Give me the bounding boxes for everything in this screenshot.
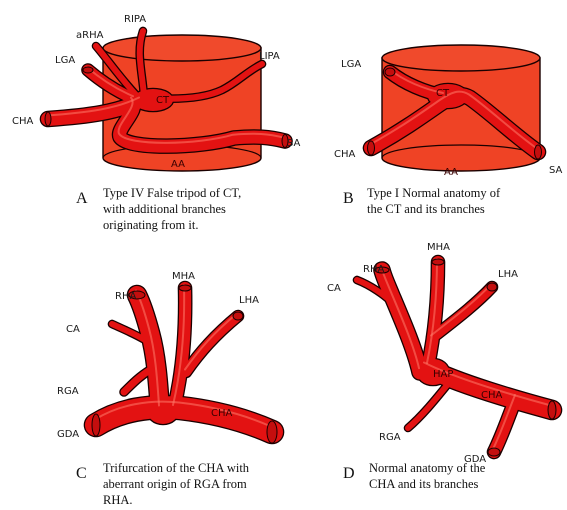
vessel-c-lha-cap	[233, 312, 243, 320]
caption-c-line2: aberrant origin of RGA from	[103, 477, 247, 491]
label-aa-a: AA	[171, 159, 185, 170]
label-rga-c: RGA	[57, 386, 79, 397]
label-aa-b: AA	[444, 167, 458, 178]
vessel-b-lga-cap	[385, 68, 395, 76]
label-ct-a: CT	[156, 95, 170, 106]
caption-a: A Type IV False tripod of CT, with addit…	[76, 186, 241, 232]
label-rha-c: RHA	[115, 291, 136, 302]
caption-b-letter: B	[343, 190, 354, 207]
vessel-c-cha-cap	[267, 421, 277, 443]
caption-c-letter: C	[76, 465, 87, 482]
vessel-b-sa-cap	[535, 145, 542, 159]
vessel-a-cha-cap	[45, 112, 51, 126]
vessel-d-rga	[408, 384, 448, 428]
label-cha-d: CHA	[481, 390, 503, 401]
label-lha-d: LHA	[498, 269, 518, 280]
vessel-d-cha-cap	[548, 401, 556, 419]
caption-c-line1: Trifurcation of the CHA with	[103, 461, 250, 475]
vessel-c-lha	[186, 316, 238, 372]
vessel-d-lha-cap	[487, 283, 497, 291]
caption-c-line3: RHA.	[103, 493, 133, 507]
vessel-c-gda-cap	[92, 414, 100, 436]
panel-b	[382, 45, 540, 171]
label-ca-d: CA	[327, 283, 341, 294]
caption-c: C Trifurcation of the CHA with aberrant …	[76, 461, 250, 507]
vessels-layer	[45, 31, 556, 456]
label-mha-c: MHA	[172, 271, 195, 282]
vessel-a-ripa	[140, 31, 144, 96]
label-lha-c: LHA	[239, 295, 259, 306]
label-cha-c: CHA	[211, 408, 233, 419]
vessel-d-mha-cap	[432, 259, 444, 265]
caption-a-line1: Type IV False tripod of CT,	[103, 186, 241, 200]
caption-d-line2: CHA and its branches	[369, 477, 478, 491]
vessel-b-cha-cap	[368, 141, 375, 155]
label-ripa: RIPA	[124, 14, 146, 25]
label-rha-d: RHA	[363, 264, 384, 275]
vessel-c-rga	[124, 370, 150, 392]
caption-a-line3: originating from it.	[103, 218, 198, 232]
caption-b-line2: the CT and its branches	[367, 202, 485, 216]
label-cha-a: CHA	[12, 116, 34, 127]
caption-b: B Type I Normal anatomy of the CT and it…	[343, 186, 501, 216]
label-sa-b: SA	[549, 165, 563, 176]
vessel-c-mha-cap	[179, 285, 191, 291]
caption-a-line2: with additional branches	[103, 202, 226, 216]
caption-d-line1: Normal anatomy of the	[369, 461, 486, 475]
label-lga-a: LGA	[55, 55, 75, 66]
label-gda-c: GDA	[57, 429, 79, 440]
vessel-d-gda-cap	[488, 448, 500, 456]
label-lipa: LIPA	[259, 51, 280, 62]
caption-d: D Normal anatomy of the CHA and its bran…	[343, 461, 486, 491]
label-sa-a: SA	[287, 138, 301, 149]
vessel-a-lga-cap	[83, 67, 93, 73]
label-ct-b: CT	[436, 88, 450, 99]
label-lga-b: LGA	[341, 59, 361, 70]
label-ca-c: CA	[66, 324, 80, 335]
caption-b-line1: Type I Normal anatomy of	[367, 186, 501, 200]
label-cha-b: CHA	[334, 149, 356, 160]
label-mha-d: MHA	[427, 242, 450, 253]
panel-b-aorta	[382, 45, 540, 171]
caption-d-letter: D	[343, 465, 355, 482]
label-arha: aRHA	[76, 30, 104, 41]
label-rga-d: RGA	[379, 432, 401, 443]
label-hap-d: HAP	[433, 369, 453, 380]
caption-a-letter: A	[76, 190, 88, 207]
